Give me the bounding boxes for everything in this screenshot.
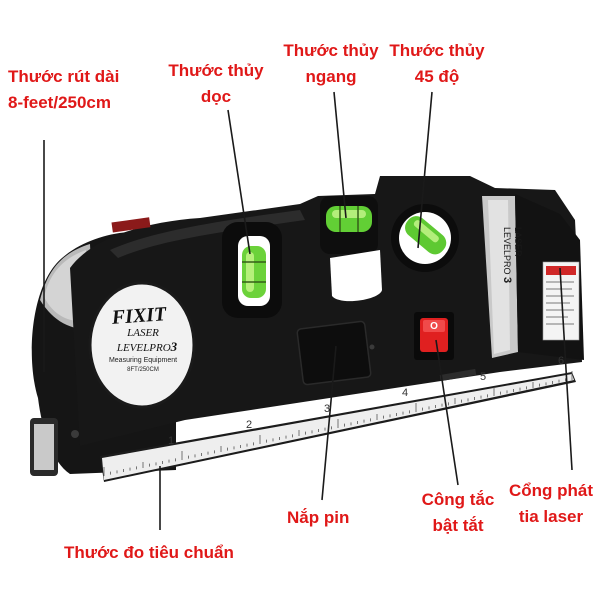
- badge-line4: 8FT/250CM: [127, 367, 159, 373]
- side-text-line1: LASER: [513, 227, 523, 257]
- callout-vertical-vial: Thước thủy dọc: [158, 58, 274, 110]
- ruler-number-4: 4: [402, 387, 409, 399]
- callout-laser-port-line1: Cổng phát: [508, 481, 594, 500]
- ruler-number-3: 3: [324, 403, 331, 415]
- badge-line3: Measuring Equipment: [108, 357, 178, 364]
- leader-horizontal-vial: [333, 91, 347, 219]
- callout-power-switch-line2: bật tắt: [432, 516, 484, 535]
- side-number: 3: [501, 277, 513, 284]
- side-text-line2-row: LEVELPRO 3: [501, 227, 513, 337]
- warning-sticker-top: [111, 217, 151, 233]
- callout-tape-measure-line1: Thước rút dài: [8, 67, 120, 86]
- callout-tape-measure: Thước rút dài 8-feet/250cm: [8, 64, 119, 116]
- ruler-number-1: 1: [168, 435, 175, 447]
- brand-badge: [88, 281, 196, 409]
- callout-laser-port: Cổng phát tia laser: [504, 478, 598, 530]
- callout-standard-ruler-line1: Thước đo tiêu chuẩn: [64, 543, 234, 562]
- leader-vertical-vial: [227, 109, 251, 255]
- callout-vial-45: Thước thủy 45 độ: [382, 38, 492, 90]
- callout-tape-measure-line2: 8-feet/250cm: [8, 93, 112, 112]
- callout-power-switch: Công tắc bật tắt: [406, 487, 510, 539]
- callout-battery-cover: Nắp pin: [287, 505, 349, 531]
- leader-laser-port: [559, 267, 573, 471]
- side-text-levelpro: LEVELPRO: [502, 227, 512, 275]
- callout-vertical-vial-line2: dọc: [200, 87, 232, 106]
- callout-battery-cover-line1: Nắp pin: [287, 508, 350, 527]
- badge-number: 3: [170, 339, 178, 354]
- switch-symbol: O: [430, 321, 438, 332]
- battery-cover: [296, 320, 372, 386]
- ruler-number-2: 2: [246, 419, 253, 431]
- callout-vial-45-line2: 45 độ: [414, 67, 460, 86]
- leader-power-switch: [435, 339, 459, 486]
- leader-vial-45: [417, 91, 433, 249]
- badge-line1: LASER: [127, 327, 159, 339]
- badge-line2: LEVELPRO3: [102, 339, 192, 354]
- ruler-number-6: 6: [558, 355, 565, 367]
- side-vertical-text: LASER LEVELPRO 3: [489, 227, 523, 337]
- callout-vertical-vial-line1: Thước thủy: [168, 61, 264, 80]
- leader-battery-cover: [321, 345, 337, 501]
- callout-horizontal-vial-line2: ngang: [305, 67, 357, 86]
- callout-power-switch-line1: Công tắc: [421, 490, 495, 509]
- callout-standard-ruler: Thước đo tiêu chuẩn: [64, 540, 234, 566]
- ruler-number-5: 5: [480, 371, 487, 383]
- callout-horizontal-vial: Thước thủy ngang: [276, 38, 386, 90]
- horizontal-vial: [326, 206, 372, 232]
- callout-laser-port-line2: tia laser: [518, 507, 584, 526]
- callout-horizontal-vial-line1: Thước thủy: [283, 41, 379, 60]
- callout-vial-45-line1: Thước thủy: [389, 41, 485, 60]
- ruler-tick-marks: [103, 371, 573, 476]
- brand-name: FIXIT: [111, 303, 167, 329]
- badge-levelpro-text: LEVELPRO: [116, 342, 171, 354]
